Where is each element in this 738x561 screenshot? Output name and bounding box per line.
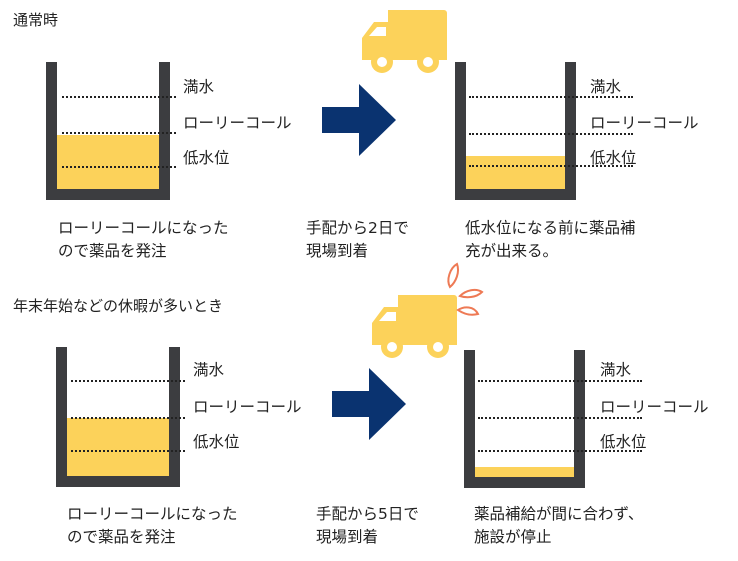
low-level-line — [469, 165, 633, 167]
arrow-right-icon — [332, 368, 406, 440]
label-low: 低水位 — [183, 149, 230, 167]
tank-wall — [56, 347, 67, 487]
tank-before-normal — [46, 62, 170, 200]
transit-caption: 手配から2日で 現場到着 — [306, 219, 409, 260]
tank-wall — [159, 62, 170, 200]
label-low: 低水位 — [590, 149, 637, 167]
tank-wall — [464, 350, 475, 488]
label-low: 低水位 — [600, 433, 647, 451]
tank-bottom — [46, 189, 170, 200]
before-caption: ローリーコールになった ので薬品を発注 — [58, 219, 229, 260]
after-caption: 低水位になる前に薬品補 充が出来る。 — [465, 219, 636, 260]
label-lorry-call: ローリーコール — [183, 114, 292, 132]
transit-caption: 手配から5日で 現場到着 — [316, 505, 419, 546]
tank-before-holiday — [56, 347, 180, 487]
arrow-right-icon — [322, 84, 396, 156]
label-lorry-call: ローリーコール — [600, 398, 709, 416]
tank-bottom — [464, 477, 585, 488]
label-low: 低水位 — [193, 433, 240, 451]
chemical-level — [466, 156, 565, 189]
tank-wall — [574, 350, 585, 488]
after-caption: 薬品補給が間に合わず、 施設が停止 — [474, 505, 644, 546]
full-level-line — [469, 96, 633, 98]
label-lorry-call: ローリーコール — [590, 114, 699, 132]
low-level-line — [478, 450, 642, 452]
label-lorry-call: ローリーコール — [193, 398, 302, 416]
lorry-call-line — [478, 417, 642, 419]
low-level-line — [71, 450, 185, 452]
label-full: 満水 — [193, 361, 225, 379]
full-level-line — [62, 96, 176, 98]
chemical-level — [57, 135, 159, 189]
alert-sweat-drops-icon — [447, 262, 484, 316]
tank-after-normal — [455, 62, 576, 200]
low-level-line — [62, 166, 176, 168]
tank-bottom — [455, 189, 576, 200]
full-level-line — [71, 380, 185, 382]
tank-wall — [455, 62, 466, 200]
full-level-line — [478, 380, 642, 382]
tank-wall — [565, 62, 576, 200]
tank-bottom — [56, 476, 180, 487]
truck-icon — [362, 10, 447, 73]
scenario-title-holiday: 年末年始などの休暇が多いとき — [13, 297, 224, 315]
label-full: 満水 — [600, 361, 632, 379]
tank-after-holiday — [464, 350, 585, 488]
chemical-level — [475, 467, 574, 477]
label-full: 満水 — [183, 78, 215, 96]
lorry-call-line — [469, 133, 633, 135]
label-full: 満水 — [590, 78, 622, 96]
chemical-level — [67, 418, 169, 476]
lorry-call-line — [71, 417, 185, 419]
scenario-title-normal: 通常時 — [13, 11, 59, 29]
truck-icon — [372, 295, 457, 358]
lorry-call-line — [62, 132, 176, 134]
before-caption: ローリーコールになった ので薬品を発注 — [67, 505, 238, 546]
tank-wall — [46, 62, 57, 200]
